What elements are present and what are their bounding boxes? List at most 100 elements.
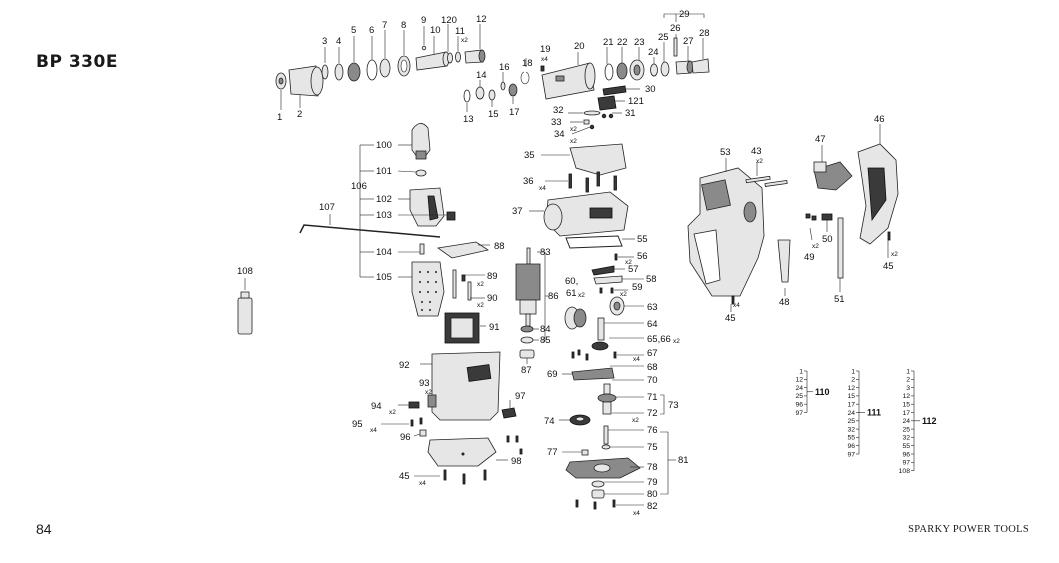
- part-90-screws: [452, 269, 485, 301]
- page-number: 84: [36, 521, 52, 537]
- label-84: 84: [540, 324, 551, 335]
- label-23: 23: [634, 37, 645, 48]
- label-6: 6: [369, 25, 374, 36]
- part-47-switch-module: [813, 145, 853, 191]
- label-14: 14: [476, 70, 487, 81]
- label-82: 82: [647, 501, 658, 512]
- label-101: 101: [376, 166, 392, 177]
- label-65-66: 65,66: [647, 334, 671, 345]
- part-5-sleeve: [347, 36, 361, 82]
- part-45-cover-screws: [414, 469, 487, 485]
- part-104-pin: [398, 243, 425, 255]
- kit-110-item: 25: [795, 393, 803, 400]
- kit-112-item: 96: [902, 451, 910, 458]
- part-80-bearing: [591, 489, 644, 499]
- label-75: 75: [647, 442, 658, 453]
- kit-lists: 1122425969711012121517242532559697111123…: [795, 368, 936, 475]
- label-8: 8: [401, 20, 406, 31]
- part-97-cable-clamp: [501, 400, 517, 419]
- label-121: 121: [628, 96, 644, 107]
- label-87: 87: [521, 365, 532, 376]
- bracket-86: [542, 251, 549, 342]
- part-49-screws: [805, 213, 817, 241]
- part-18-circlip: [520, 58, 530, 85]
- kit-112-item: 15: [902, 402, 910, 409]
- part-79-bearing: [591, 480, 644, 488]
- qty-45a: x4: [419, 480, 426, 487]
- label-35: 35: [524, 150, 535, 161]
- part-93-switch: [427, 394, 437, 408]
- qty-43: x2: [756, 158, 763, 165]
- label-49: 49: [804, 252, 815, 263]
- kit-112-item: 17: [902, 410, 910, 417]
- part-64-shaft: [597, 317, 644, 341]
- kit-label-110: 110: [815, 387, 830, 397]
- part-75-washer: [601, 444, 644, 450]
- kit-111-item: 97: [847, 451, 855, 458]
- label-106: 106: [351, 181, 367, 192]
- label-2: 2: [297, 109, 302, 120]
- part-103-bolt: [398, 211, 456, 221]
- part-36-screws: [545, 171, 617, 193]
- label-78: 78: [647, 462, 658, 473]
- label-30: 30: [645, 84, 656, 95]
- part-95-screws: [381, 417, 423, 427]
- label-12: 12: [476, 14, 487, 25]
- qty-72: x2: [632, 417, 639, 424]
- label-81: 81: [678, 455, 689, 466]
- label-32: 32: [553, 105, 564, 116]
- part-23-bearing: [629, 47, 645, 81]
- qty-67: x4: [633, 356, 640, 363]
- label-80: 80: [647, 489, 658, 500]
- qty-90: x2: [477, 302, 484, 309]
- part-65-66-gear: [591, 337, 644, 351]
- part-84-bearing: [520, 325, 539, 333]
- label-29: 29: [679, 9, 690, 20]
- label-31: 31: [625, 108, 636, 119]
- part-20-barrel: [541, 52, 596, 100]
- part-105-grip: [398, 261, 445, 317]
- qty-94: x2: [389, 409, 396, 416]
- part-74-gear: [559, 414, 591, 426]
- bracket-73: [660, 394, 665, 415]
- label-91: 91: [489, 322, 500, 333]
- qty-56: x2: [625, 259, 632, 266]
- label-53: 53: [720, 147, 731, 158]
- part-35-cover: [541, 143, 627, 176]
- label-77: 77: [547, 447, 558, 458]
- bracket-81: [660, 431, 676, 495]
- kit-label-111: 111: [867, 408, 881, 418]
- part-33-spring: [570, 119, 590, 125]
- label-72: 72: [647, 408, 658, 419]
- part-55-gasket: [565, 235, 635, 249]
- qty-61: x2: [578, 292, 585, 299]
- label-79: 79: [647, 477, 658, 488]
- part-51-power-cord: [837, 217, 844, 292]
- label-24: 24: [648, 47, 659, 58]
- label-102: 102: [376, 194, 392, 205]
- qty-36: x4: [539, 185, 546, 192]
- qty-89: x2: [477, 281, 484, 288]
- kit-112-item: 24: [902, 418, 910, 425]
- label-55: 55: [637, 234, 648, 245]
- qty-19: x4: [541, 56, 548, 63]
- part-61-62-spring: [564, 306, 587, 330]
- label-100: 100: [376, 140, 392, 151]
- kit-111-item: 24: [847, 410, 855, 417]
- part-17-ring: [508, 83, 518, 104]
- label-25: 25: [658, 32, 669, 43]
- label-98: 98: [511, 456, 522, 467]
- part-88-bracket: [436, 241, 490, 259]
- kit-112-item: 97: [902, 460, 910, 467]
- part-11-ring: [455, 36, 461, 63]
- label-104: 104: [376, 247, 392, 258]
- kit-112-item: 2: [906, 377, 910, 384]
- kit-111-item: 1: [851, 368, 855, 375]
- label-108: 108: [237, 266, 253, 277]
- label-97: 97: [515, 391, 526, 402]
- label-26: 26: [670, 23, 681, 34]
- part-34-ball: [571, 124, 595, 135]
- part-100-band: [398, 123, 431, 160]
- part-26-pin: [673, 34, 678, 57]
